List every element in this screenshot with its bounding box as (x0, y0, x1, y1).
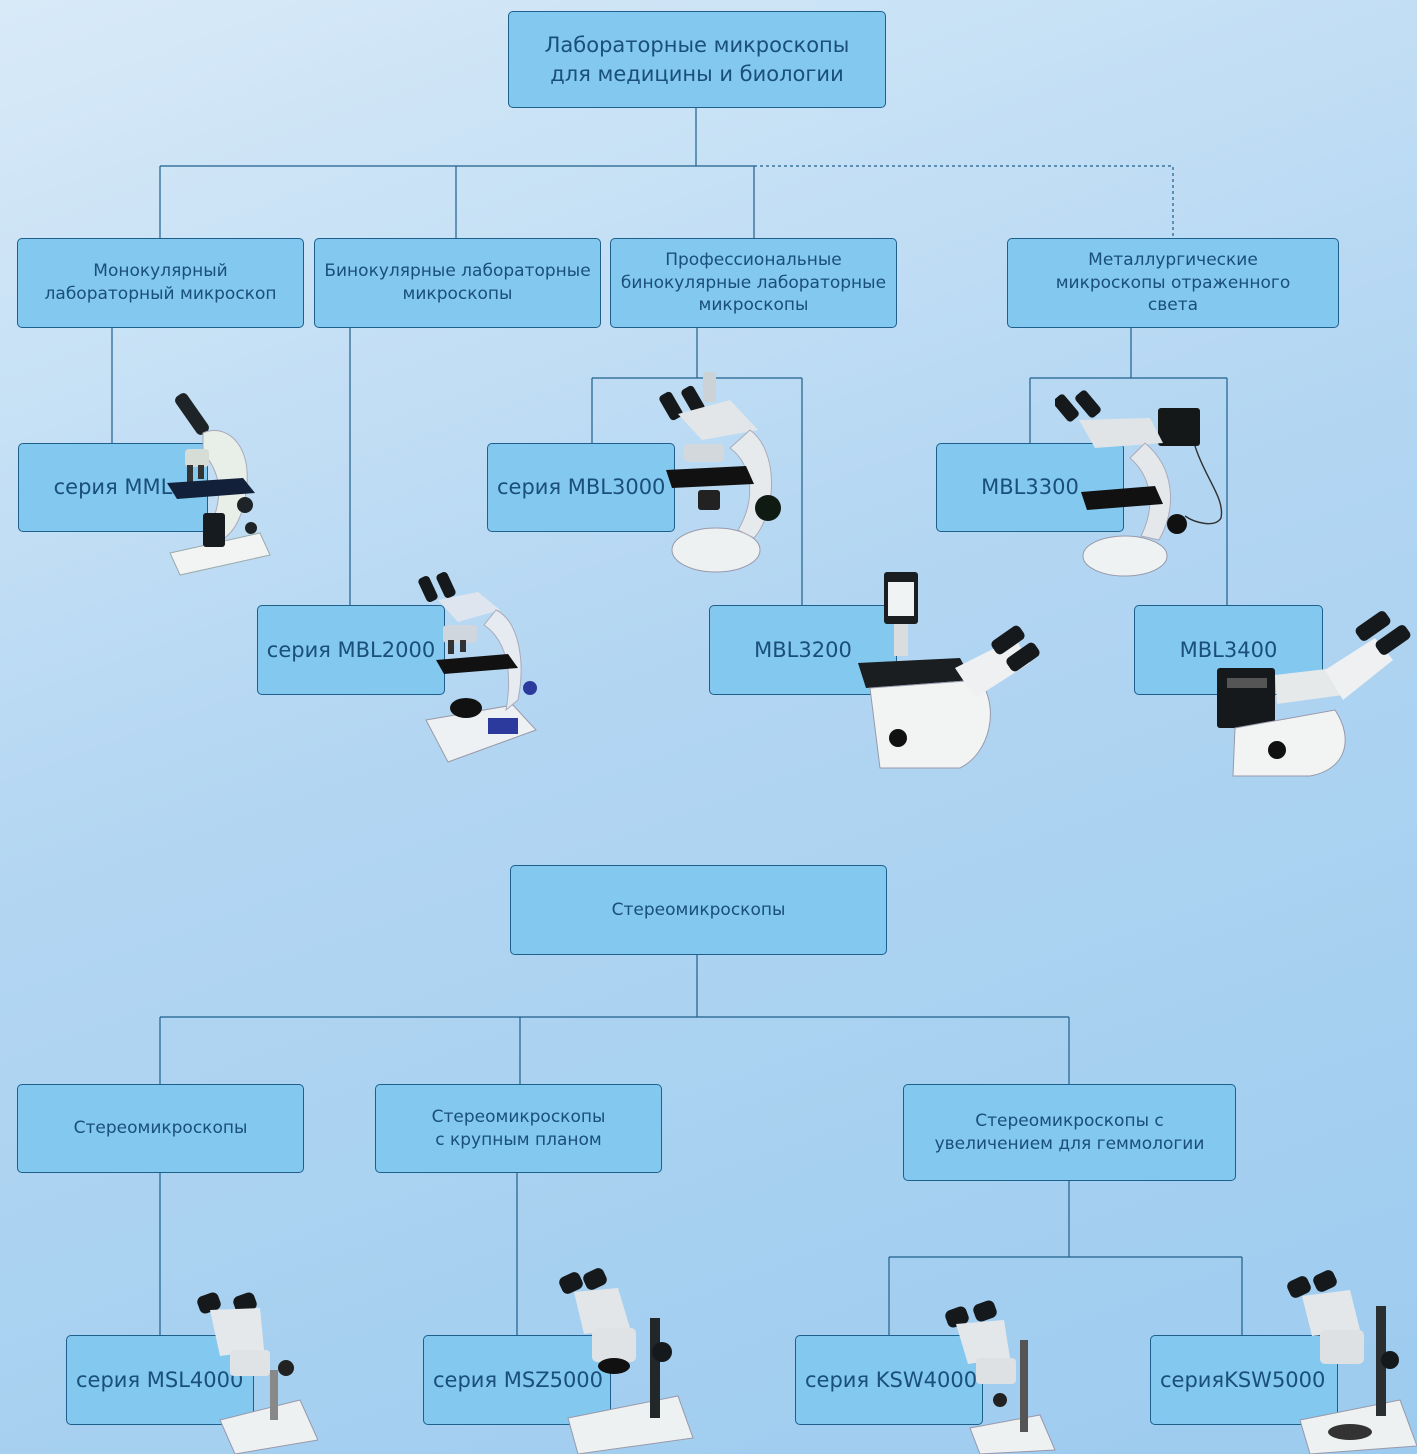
gem-stereo-microscope-icon (945, 1300, 1056, 1454)
model-mbl3000: серия MBL3000 (487, 443, 675, 532)
metallurgical-microscope-icon (1055, 390, 1223, 577)
inverted-microscope-icon (858, 572, 1040, 769)
category-stereo: Стереомикроскопы (17, 1084, 304, 1173)
zoom-stereo-microscope-icon (559, 1268, 694, 1454)
gem-zoom-stereo-microscope-icon (1287, 1270, 1417, 1454)
monocular-microscope-icon (167, 393, 271, 576)
stereo-root-box: Стереомикроскопы (510, 865, 887, 955)
binocular-microscope-icon (418, 571, 537, 763)
category-stereo-gemology: Стереомикроскопы с увеличением для геммо… (903, 1084, 1236, 1181)
inverted-metallurgical-microscope-icon (1217, 611, 1411, 777)
stereo-microscope-icon (197, 1292, 318, 1454)
model-mbl2000: серия MBL2000 (257, 605, 445, 695)
model-ksw4000: серия KSW4000 (795, 1335, 983, 1425)
category-professional: Профессиональные бинокулярные лабораторн… (610, 238, 897, 328)
model-msz5000: серия MSZ5000 (423, 1335, 611, 1425)
trinocular-microscope-icon (659, 372, 781, 573)
category-metallurgical: Металлургические микроскопы отраженного … (1007, 238, 1339, 328)
category-stereo-closeup: Стереомикроскопы с крупным планом (375, 1084, 662, 1173)
category-binocular: Бинокулярные лабораторные микроскопы (314, 238, 601, 328)
model-mbl3300: MBL3300 (936, 443, 1124, 532)
category-monocular: Монокулярный лабораторный микроскоп (17, 238, 304, 328)
lab-root-box: Лабораторные микроскопы для медицины и б… (508, 11, 886, 108)
model-ksw5000: серияKSW5000 (1150, 1335, 1338, 1425)
